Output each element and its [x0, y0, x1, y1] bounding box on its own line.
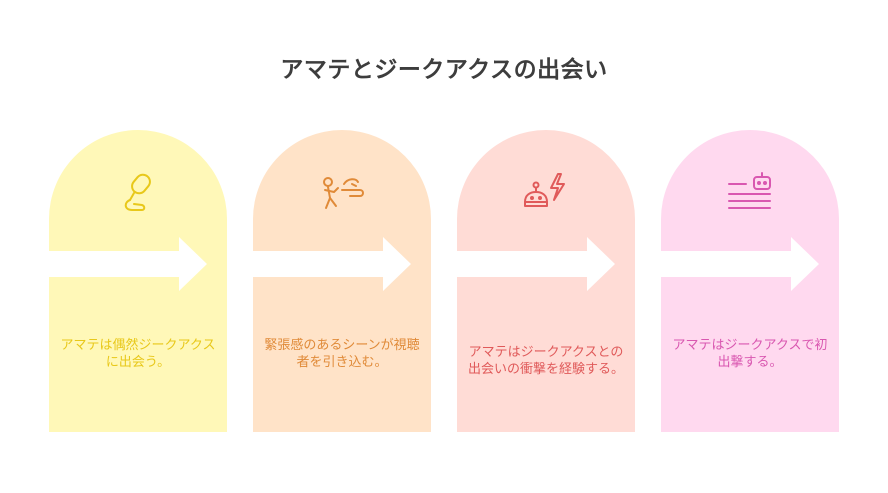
diagram-title: アマテとジークアクスの出会い [280, 57, 608, 83]
step-text-3: アマテはジークアクスとの出会いの衝撃を経験する。 [467, 345, 624, 377]
robot-lightning-icon [520, 168, 572, 220]
step-card-1: アマテは偶然ジークアクスに出会う。 [49, 130, 227, 432]
arrow-4 [661, 237, 819, 291]
arrow-3 [457, 237, 615, 291]
step-card-4: アマテはジークアクスで初出撃する。 [661, 130, 839, 432]
arrow-2 [253, 237, 411, 291]
step-card-2: 緊張感のあるシーンが視聴者を引き込む。 [253, 130, 431, 432]
arrow-1 [49, 237, 207, 291]
step-text-2: 緊張感のあるシーンが視聴者を引き込む。 [264, 338, 420, 370]
step-text-1: アマテは偶然ジークアクスに出会う。 [60, 338, 216, 370]
robot-lines-icon [724, 168, 776, 220]
running-figure-icon [316, 168, 368, 220]
step-text-4: アマテはジークアクスで初出撃する。 [672, 338, 828, 370]
step-card-3: アマテはジークアクスとの出会いの衝撃を経験する。 [457, 130, 635, 432]
mic-icon [112, 168, 164, 220]
